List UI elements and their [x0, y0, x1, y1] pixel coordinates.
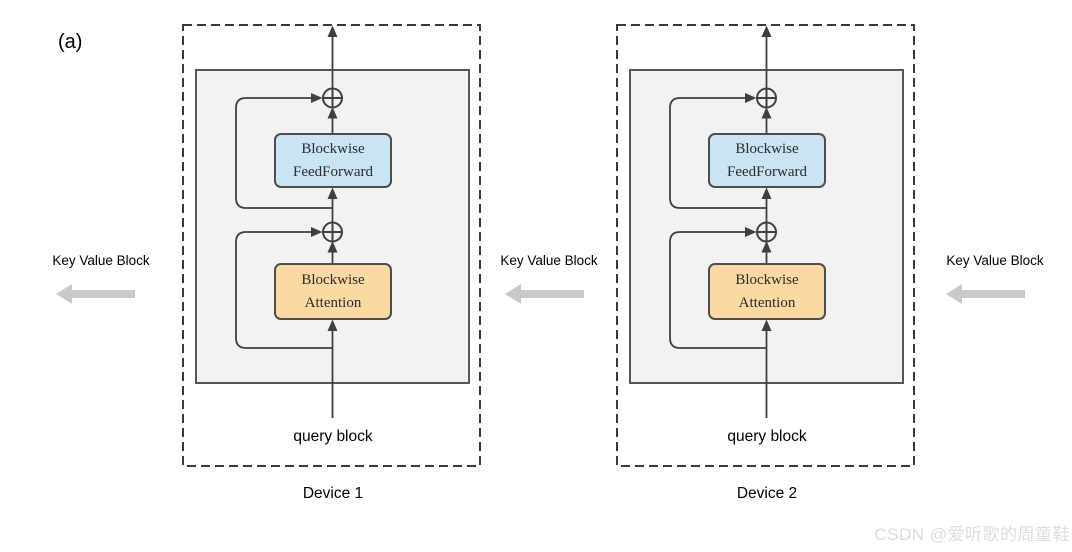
- figure-label: (a): [58, 31, 83, 53]
- blockwise-attention-box: Blockwise Attention: [708, 263, 826, 320]
- device-1-transformer-layer-box: [195, 69, 470, 384]
- ff-residual-arrowhead-icon: [745, 93, 757, 103]
- add-node-icon: [756, 87, 777, 109]
- add-node-icon: [756, 221, 777, 243]
- kv-block-left-arrow-icon: [56, 284, 135, 304]
- device-2-dashed-frame: [616, 24, 915, 467]
- key-value-block-label-right: Key Value Block: [946, 253, 1044, 268]
- key-value-block-label-left: Key Value Block: [52, 253, 150, 268]
- query-arrowhead-icon: [327, 319, 338, 331]
- attn-residual-arrowhead-icon: [745, 227, 757, 237]
- output-arrowhead-icon: [327, 25, 338, 37]
- watermark: CSDN @爱听歌的周童鞋: [874, 525, 1070, 544]
- device-2-transformer-layer-box: [629, 69, 904, 384]
- attn-residual-arrowhead-icon: [311, 227, 323, 237]
- key-value-block-label-middle: Key Value Block: [500, 253, 598, 268]
- attn-to-add-arrowhead-icon: [327, 241, 338, 253]
- blockwise-feedforward-box: Blockwise FeedForward: [708, 133, 826, 188]
- add-to-ff-arrowhead-icon: [761, 187, 772, 199]
- query-block-label: query block: [727, 428, 807, 445]
- device-2-diagram: [616, 24, 915, 467]
- kv-block-middle-arrow-icon: [505, 284, 584, 304]
- ff-residual-arrowhead-icon: [311, 93, 323, 103]
- device-1-diagram: [182, 24, 481, 467]
- attn-to-add-arrowhead-icon: [761, 241, 772, 253]
- ff-to-add-arrowhead-icon: [327, 107, 338, 119]
- add-node-icon: [322, 221, 343, 243]
- ff-to-add-arrowhead-icon: [761, 107, 772, 119]
- blockwise-attention-box: Blockwise Attention: [274, 263, 392, 320]
- device-1-label: Device 1: [302, 485, 364, 502]
- device-2-label: Device 2: [736, 485, 798, 502]
- add-to-ff-arrowhead-icon: [327, 187, 338, 199]
- query-block-label: query block: [293, 428, 373, 445]
- output-arrowhead-icon: [761, 25, 772, 37]
- blockwise-feedforward-box: Blockwise FeedForward: [274, 133, 392, 188]
- kv-block-right-arrow-icon: [946, 284, 1025, 304]
- device-1-dashed-frame: [182, 24, 481, 467]
- query-arrowhead-icon: [761, 319, 772, 331]
- add-node-icon: [322, 87, 343, 109]
